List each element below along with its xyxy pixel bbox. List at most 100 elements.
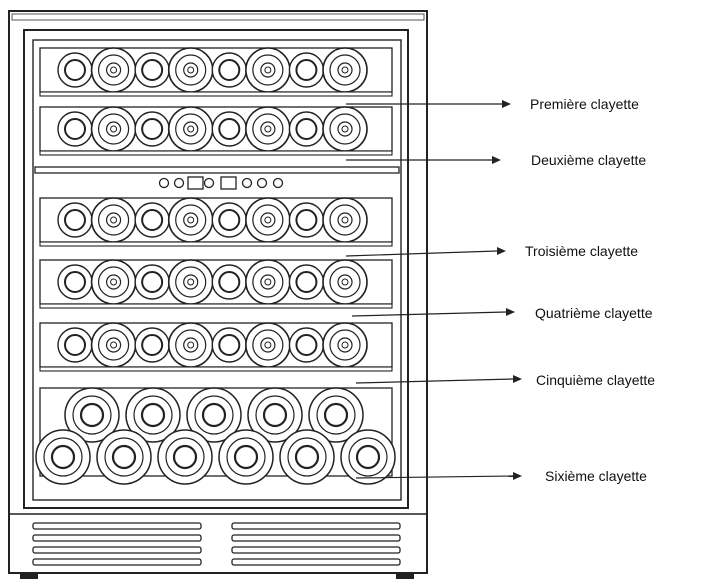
stacked-bottle-bottom-punt	[50, 444, 76, 470]
bottle-punt	[187, 125, 195, 133]
stacked-bottle-bottom-punt	[294, 444, 320, 470]
bottle-punt	[264, 216, 272, 224]
shelf-front-edge	[39, 241, 393, 247]
vent-slat-right	[231, 534, 401, 542]
control-button	[272, 177, 284, 189]
leader-line-shelf-4	[351, 311, 507, 317]
foot-right	[396, 573, 414, 579]
label-deuxieme-clayette: Deuxième clayette	[531, 152, 646, 168]
bottle-neck-opening	[141, 334, 164, 356]
control-button	[203, 177, 215, 189]
shelf-front-edge	[39, 91, 393, 97]
stacked-bottle-bottom-punt	[355, 444, 381, 470]
bottle-punt	[110, 66, 118, 74]
bottle-neck-opening	[141, 59, 164, 81]
bottle-punt	[264, 341, 272, 349]
ventilation-grille	[32, 522, 401, 566]
control-button	[256, 177, 268, 189]
bottle-punt	[341, 278, 349, 286]
foot-left	[20, 573, 38, 579]
bottle-neck-opening	[141, 271, 164, 293]
control-button	[173, 177, 185, 189]
bottle-punt	[110, 216, 118, 224]
bottle-row-5	[39, 322, 393, 372]
bottle-punt	[341, 66, 349, 74]
vent-slat-right	[231, 558, 401, 566]
leader-line-shelf-3	[345, 250, 498, 257]
stacked-bottle-bottom-punt	[233, 444, 259, 470]
arrow-head-shelf-5	[513, 375, 522, 383]
bottle-punt	[341, 341, 349, 349]
stacked-bottle-bottom-punt	[111, 444, 137, 470]
vent-slat-left	[32, 546, 202, 554]
callout-group	[345, 100, 522, 480]
bottle-neck-opening	[64, 59, 86, 81]
vent-slat-right	[231, 546, 401, 554]
shelf-front-edge	[39, 303, 393, 309]
bottle-punt	[187, 278, 195, 286]
bottle-neck-opening	[218, 59, 241, 81]
temperature-display	[187, 176, 204, 190]
bottle-neck-opening	[295, 334, 318, 356]
bottle-neck-opening	[218, 271, 241, 293]
bottle-neck-opening	[64, 209, 86, 231]
bottle-punt	[110, 125, 118, 133]
vent-slat-left	[32, 558, 202, 566]
shelf-group	[34, 47, 400, 372]
stacked-bottle-top-punt	[201, 402, 227, 428]
stacked-bottle-bottom-punt	[172, 444, 198, 470]
cabinet-top-trim	[11, 13, 425, 21]
bottle-neck-opening	[141, 209, 164, 231]
bottle-punt	[341, 216, 349, 224]
bottle-neck-opening	[141, 118, 164, 140]
bottle-punt	[341, 125, 349, 133]
bottle-neck-opening	[64, 271, 86, 293]
bottle-neck-opening	[64, 118, 86, 140]
label-quatrieme-clayette: Quatrième clayette	[535, 305, 653, 321]
control-button	[241, 177, 253, 189]
bottle-punt	[110, 341, 118, 349]
leader-line-shelf-5	[355, 378, 514, 384]
vent-slat-right	[231, 522, 401, 530]
stacked-bottle-top-punt	[323, 402, 349, 428]
control-button	[158, 177, 170, 189]
zone-divider	[34, 166, 400, 174]
vent-slat-left	[32, 534, 202, 542]
bottle-punt	[187, 341, 195, 349]
bottle-punt	[187, 66, 195, 74]
label-cinquieme-clayette: Cinquième clayette	[536, 372, 655, 388]
bottle-row-2	[39, 106, 393, 156]
arrow-head-shelf-1	[502, 100, 511, 108]
shelf-front-edge	[39, 150, 393, 156]
bottle-row-1	[39, 47, 393, 97]
bottom-rack	[35, 387, 396, 485]
label-sixieme-clayette: Sixième clayette	[545, 468, 647, 484]
bottle-neck-opening	[218, 334, 241, 356]
arrow-head-shelf-3	[497, 247, 506, 255]
temperature-display	[220, 176, 237, 190]
bottle-row-4	[39, 259, 393, 309]
control-panel	[158, 176, 284, 190]
bottle-neck-opening	[218, 118, 241, 140]
bottle-neck-opening	[295, 59, 318, 81]
bottle-punt	[264, 66, 272, 74]
bottle-neck-opening	[295, 118, 318, 140]
arrow-head-shelf-6	[513, 472, 522, 480]
leader-line-shelf-6	[355, 475, 514, 479]
stacked-bottle-top-punt	[79, 402, 105, 428]
stacked-bottle-top-punt	[262, 402, 288, 428]
label-premiere-clayette: Première clayette	[530, 96, 639, 112]
bottle-neck-opening	[64, 334, 86, 356]
bottle-neck-opening	[295, 271, 318, 293]
bottle-punt	[264, 125, 272, 133]
vent-slat-left	[32, 522, 202, 530]
arrow-head-shelf-4	[506, 308, 515, 316]
bottle-neck-opening	[295, 209, 318, 231]
arrow-head-shelf-2	[492, 156, 501, 164]
shelf-front-edge	[39, 366, 393, 372]
label-troisieme-clayette: Troisième clayette	[525, 243, 638, 259]
bottle-punt	[187, 216, 195, 224]
stacked-bottle-top-punt	[140, 402, 166, 428]
bottle-punt	[264, 278, 272, 286]
